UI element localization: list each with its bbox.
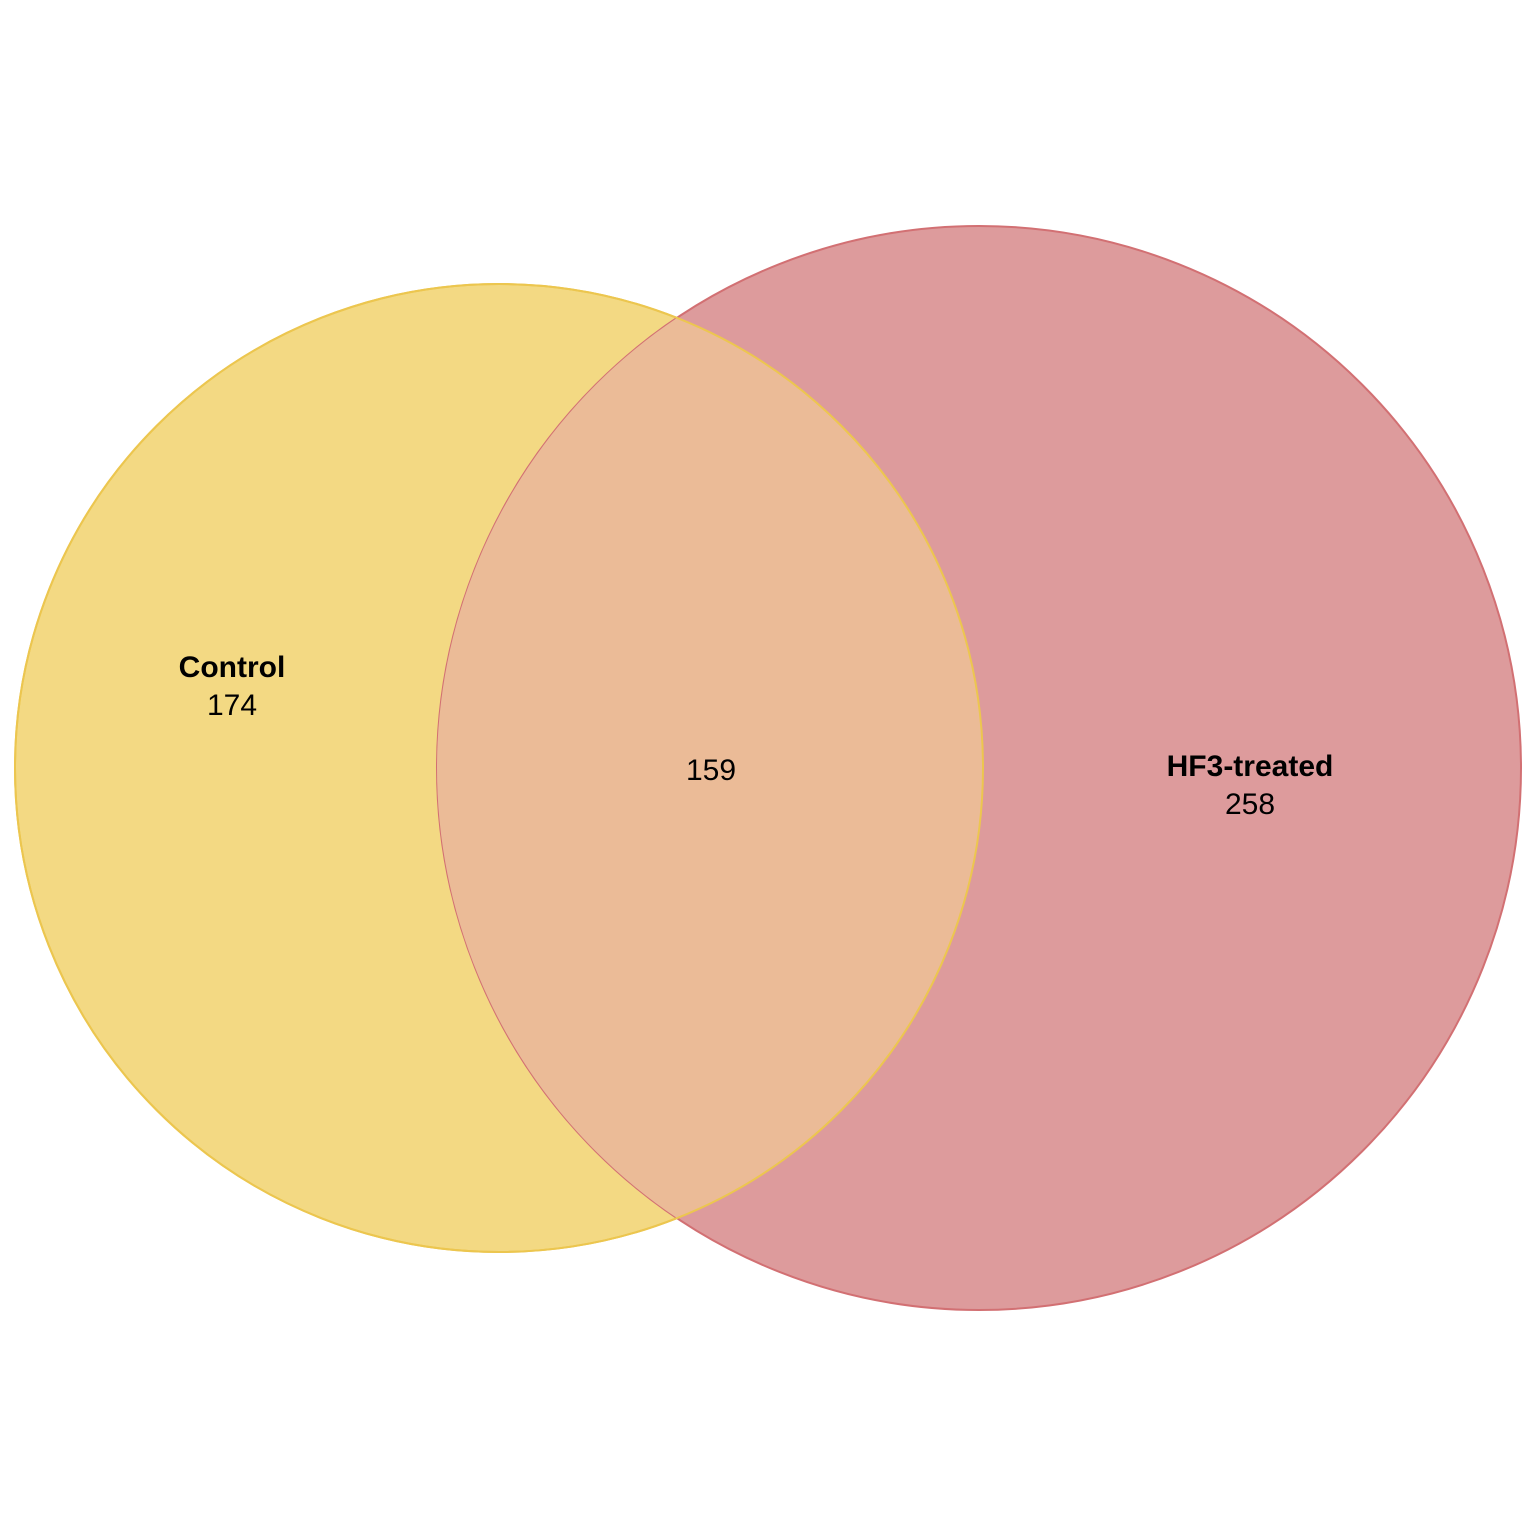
hf3-treated-set-label: HF3-treated	[1167, 750, 1334, 783]
intersection-region	[437, 284, 983, 1252]
intersection-count: 159	[686, 754, 736, 787]
control-only-count: 174	[207, 689, 257, 722]
control-set-outline	[14, 283, 984, 1253]
control-set-label: Control	[179, 651, 286, 684]
hf3-treated-only-count: 258	[1225, 788, 1275, 821]
